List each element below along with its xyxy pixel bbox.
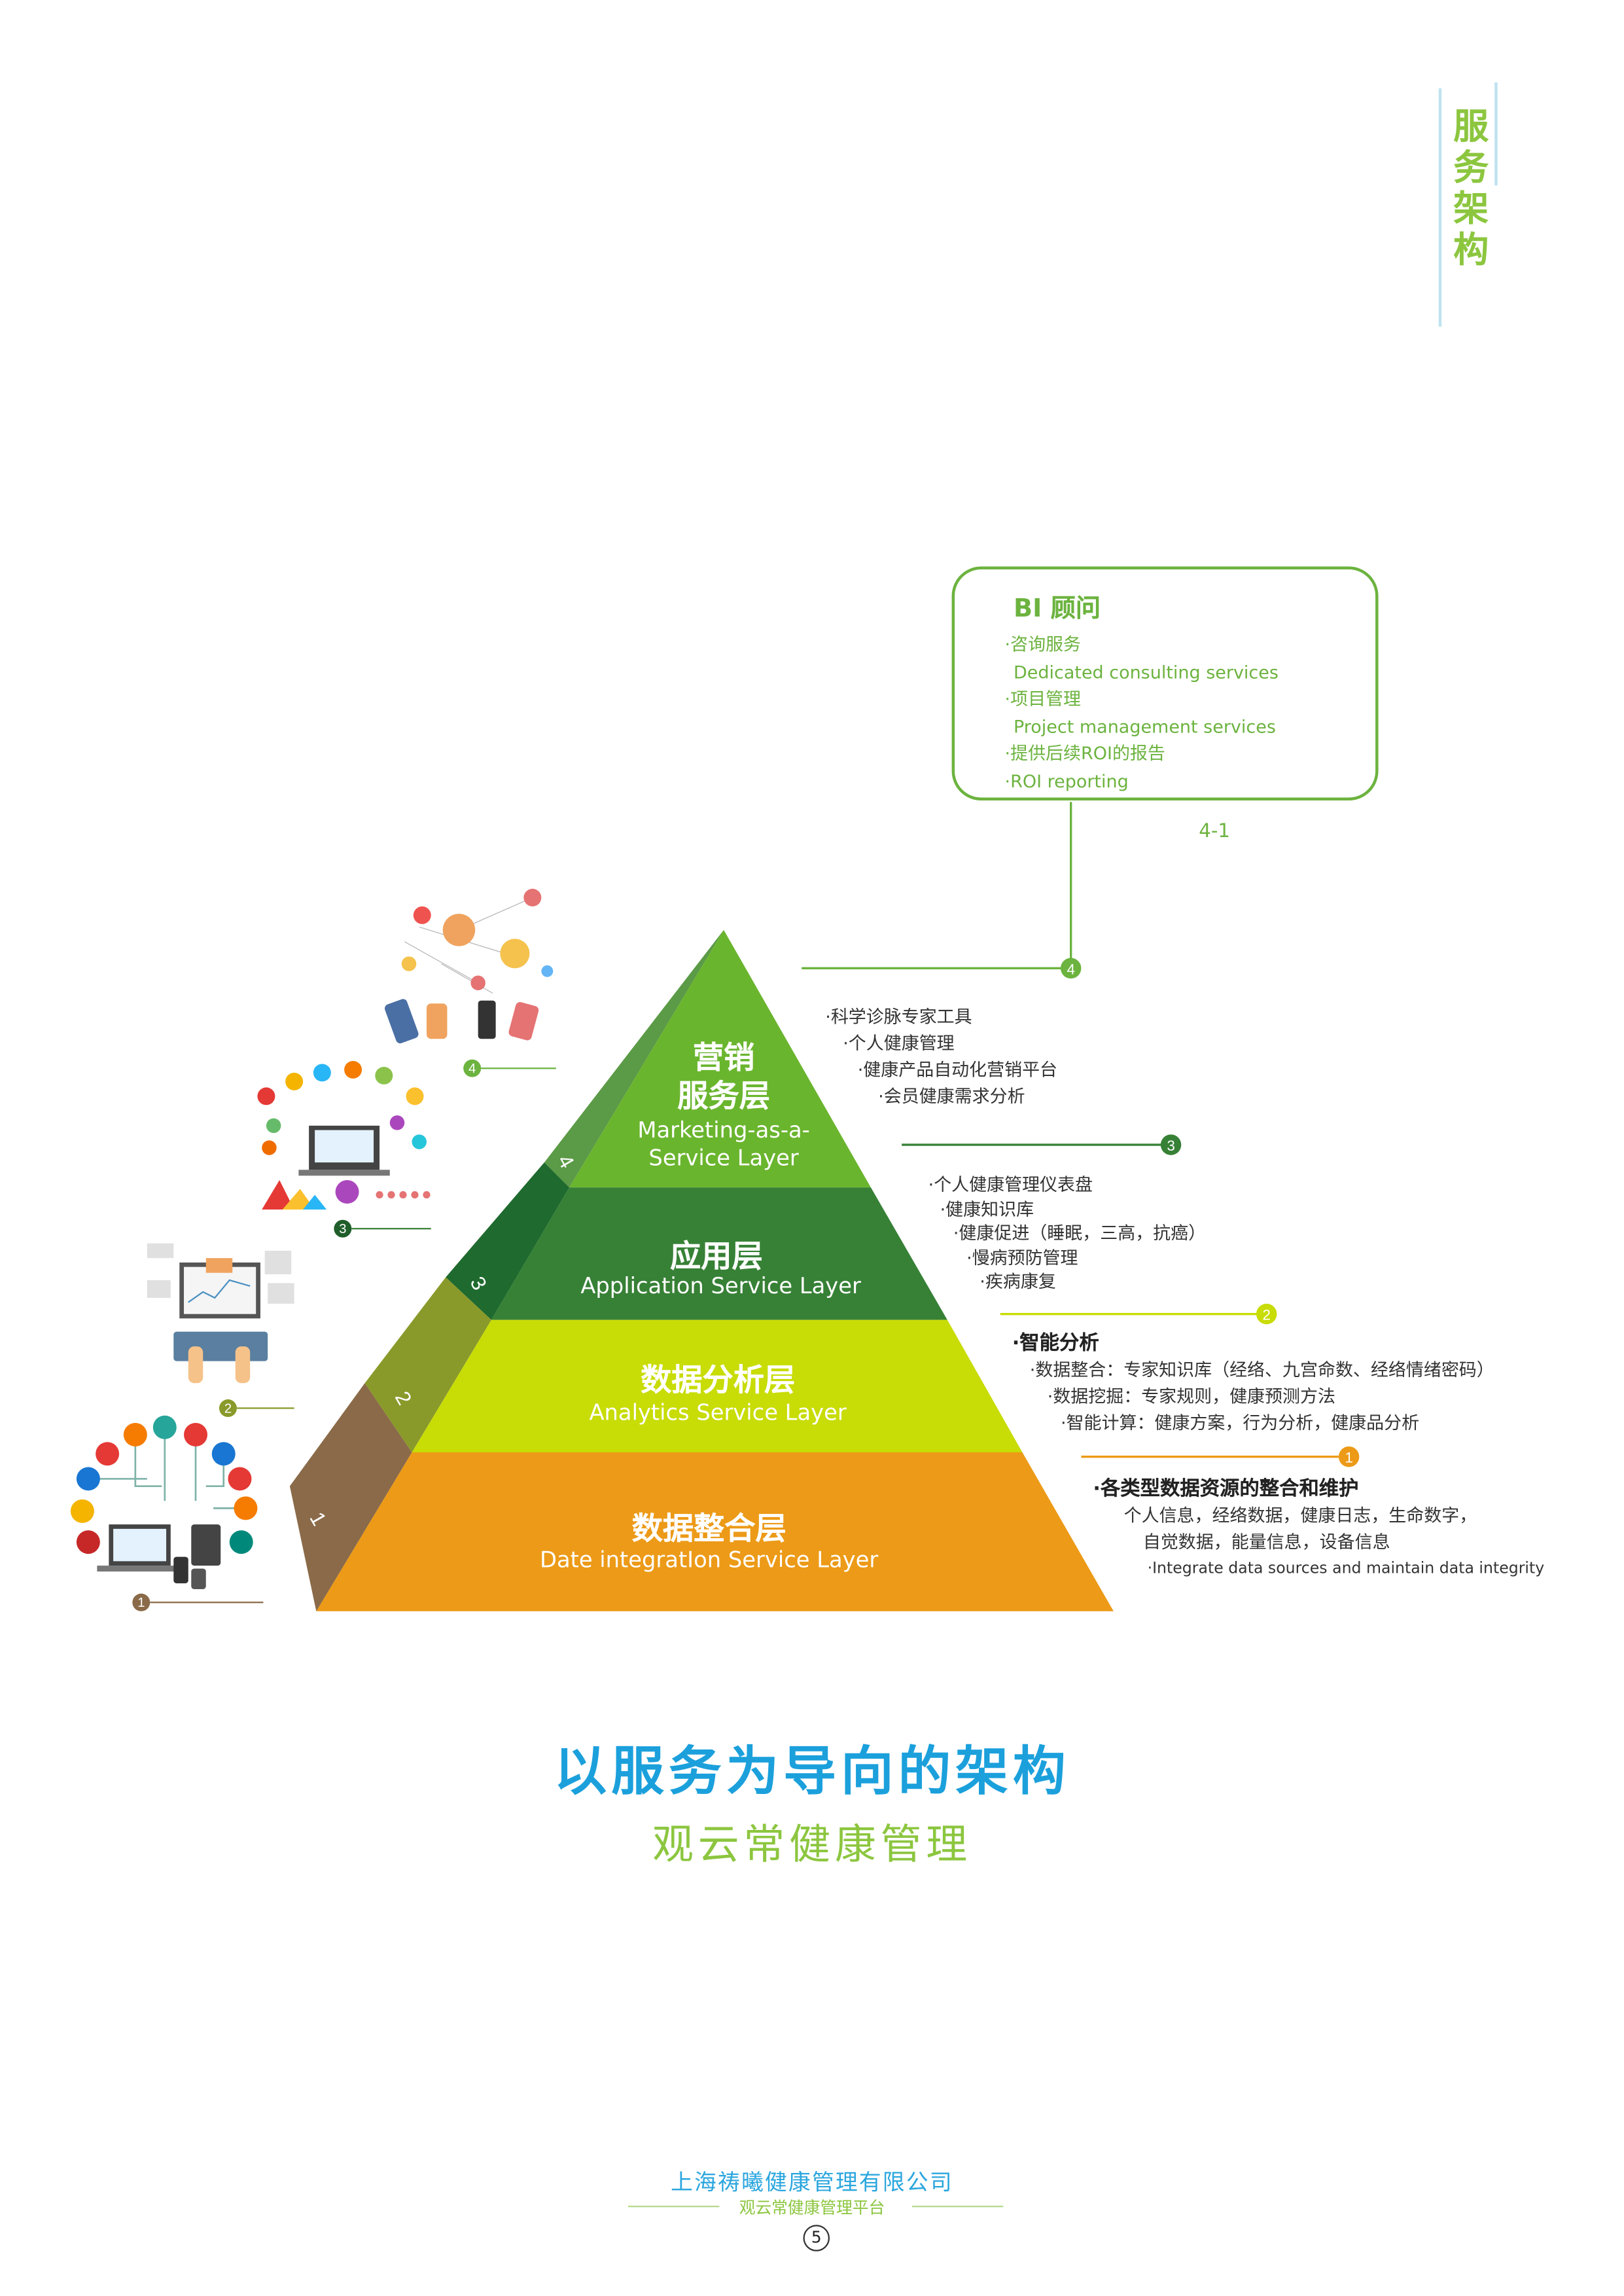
main-title: 以服务为导向的架构	[554, 1742, 1070, 1803]
layer-4-subtitle: Marketing-as-a- Service Layer	[637, 1117, 810, 1172]
layer-1-subtitle: Date integratIon Service Layer	[539, 1546, 879, 1573]
marker-label: 2	[224, 1401, 232, 1416]
bi-title: BI 顾问	[1014, 594, 1101, 624]
layer-1-details: ·各类型数据资源的整合和维护 个人信息，经络数据，健康日志，生命数字， 自觉数据…	[1093, 1477, 1545, 1578]
layer-2-title: 数据分析层	[641, 1362, 796, 1398]
bi-item: ·咨询服务	[1004, 634, 1082, 655]
layer-4-facet	[544, 929, 724, 1188]
layer-2-subtitle: Analytics Service Layer	[589, 1399, 847, 1426]
marker-4	[1060, 958, 1082, 979]
figure-code: 4-1	[1199, 821, 1231, 844]
layer-2-facet	[364, 1277, 491, 1452]
analytics-keyboard-illustration	[147, 1243, 294, 1384]
divider	[1438, 88, 1442, 327]
marker-label: 1	[1345, 1450, 1353, 1466]
marker-1	[1338, 1446, 1360, 1467]
layer-2-details: ·智能分析 ·数据整合：专家知识库（经络、九宫命数、经络情绪密码） ·数据挖掘：…	[1012, 1331, 1494, 1433]
layer-3-details: ·个人健康管理仪表盘 ·健康知识库 ·健康促进（睡眠，三高，抗癌） ·慢病预防管…	[928, 1174, 1207, 1292]
social-network-illustration	[384, 888, 554, 1044]
layer-3-title: 应用层	[670, 1238, 763, 1274]
layer-2-face	[412, 1319, 1023, 1452]
bi-item: Project management services	[1014, 715, 1276, 737]
page-number: 5	[803, 2225, 830, 2251]
footer-company: 上海祷曦健康管理有限公司	[671, 2168, 953, 2196]
divider	[1494, 82, 1498, 186]
devices-network-illustration	[70, 1415, 258, 1590]
footer-divider	[627, 2206, 720, 2208]
layer-1-title: 数据整合层	[631, 1511, 786, 1547]
marker-label: 3	[1167, 1138, 1174, 1154]
bi-item: ·ROI reporting	[1004, 770, 1129, 791]
illustration-marker-4	[463, 1059, 482, 1077]
marker-3	[1160, 1134, 1182, 1155]
bi-item: Dedicated consulting services	[1014, 661, 1279, 683]
footer-divider	[911, 2206, 1004, 2208]
footer-platform: 观云常健康管理平台	[739, 2198, 885, 2218]
layer-4-face	[569, 929, 871, 1188]
apps-laptop-illustration	[257, 1060, 431, 1210]
layer-1-face	[316, 1452, 1114, 1611]
sub-title: 观云常健康管理	[652, 1820, 972, 1869]
layer-4-title: 营销 服务层	[677, 1040, 770, 1114]
bi-list: ·咨询服务 Dedicated consulting services ·项目管…	[1005, 631, 1279, 795]
bi-item: ·项目管理	[1004, 689, 1082, 709]
illustration-marker-1	[132, 1593, 150, 1611]
bi-consultant-box: BI 顾问 ·咨询服务 Dedicated consulting service…	[951, 566, 1379, 801]
layer-3-subtitle: Application Service Layer	[580, 1272, 861, 1300]
bi-item: ·提供后续ROI的报告	[1004, 743, 1165, 764]
marker-label: 4	[468, 1062, 476, 1076]
layer-3-face	[491, 1187, 947, 1320]
layer-3-facet	[446, 1162, 570, 1320]
marker-label: 1	[137, 1596, 145, 1610]
layer-1-facet	[289, 1383, 412, 1611]
marker-label: 2	[1262, 1307, 1271, 1323]
layer-4-details: ·科学诊脉专家工具 ·个人健康管理 ·健康产品自动化营销平台 ·会员健康需求分析	[825, 1006, 1058, 1107]
marker-label: 4	[1067, 961, 1075, 977]
section-title: 服务架构	[1453, 105, 1489, 271]
illustration-marker-2	[219, 1399, 237, 1418]
illustration-marker-3	[334, 1219, 352, 1238]
marker-label: 3	[339, 1222, 346, 1236]
marker-2	[1256, 1303, 1277, 1325]
